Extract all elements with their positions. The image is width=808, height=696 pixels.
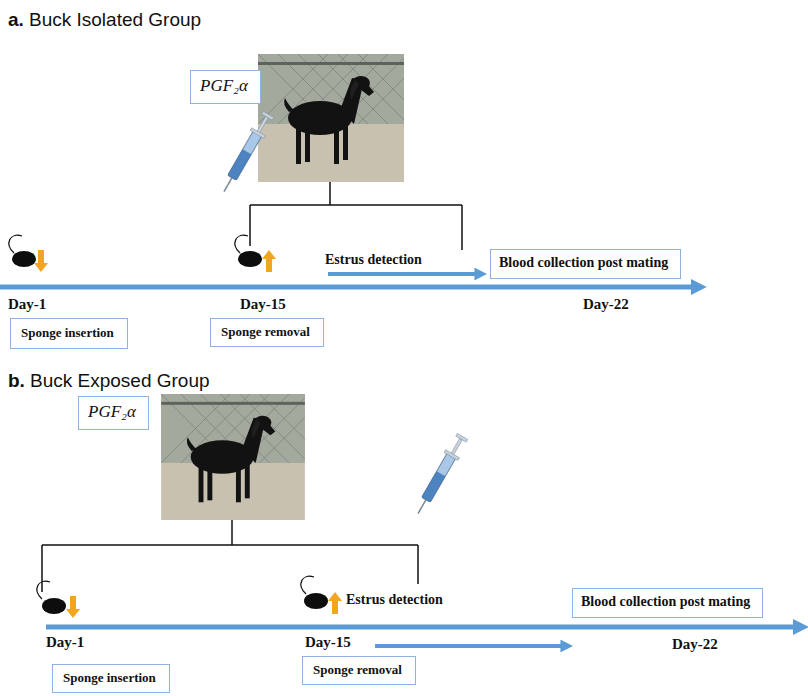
box-text: Sponge removal bbox=[221, 324, 313, 340]
sponge-icon bbox=[37, 581, 66, 614]
box-text: PGF₂α bbox=[88, 402, 139, 422]
process-box: Blood collection post mating bbox=[572, 588, 763, 618]
day-label: Day-15 bbox=[305, 634, 351, 651]
step-box: Sponge insertion bbox=[52, 664, 170, 693]
drug-box: PGF₂α bbox=[78, 396, 149, 430]
down-arrow bbox=[34, 250, 48, 272]
goat-photo bbox=[258, 54, 404, 182]
timeline-arrow bbox=[46, 625, 796, 630]
day-label: Day-1 bbox=[46, 634, 84, 651]
estrus-arrow bbox=[375, 644, 563, 648]
step-box: Sponge removal bbox=[302, 656, 416, 685]
box-text: Sponge removal bbox=[313, 662, 405, 678]
day-label: Day-22 bbox=[672, 636, 718, 653]
panel-title: Buck Exposed Group bbox=[30, 370, 210, 392]
bracket bbox=[250, 182, 462, 250]
day-label: Day-1 bbox=[8, 296, 46, 313]
timeline-arrow bbox=[0, 285, 694, 290]
down-arrow bbox=[66, 596, 80, 618]
goat-photo bbox=[161, 394, 305, 520]
syringe-icon bbox=[217, 110, 275, 195]
step-box: Sponge removal bbox=[210, 318, 324, 347]
sponge-icon bbox=[301, 576, 328, 609]
drug-box: PGF₂α bbox=[190, 70, 261, 104]
syringe-icon bbox=[411, 432, 469, 517]
box-text: PGF₂α bbox=[200, 76, 251, 96]
day-label: Day-22 bbox=[583, 296, 629, 313]
phase-label: Estrus detection bbox=[325, 252, 422, 268]
sponge-icon bbox=[235, 235, 262, 267]
step-box: Sponge insertion bbox=[10, 318, 128, 349]
estrus-arrow bbox=[328, 272, 477, 276]
panel-letter: b. bbox=[8, 370, 25, 392]
box-text: Sponge insertion bbox=[21, 325, 117, 341]
phase-label: Estrus detection bbox=[346, 592, 443, 608]
box-text: Blood collection post mating bbox=[581, 594, 754, 611]
up-arrow bbox=[262, 250, 276, 272]
bracket bbox=[42, 520, 418, 592]
day-label: Day-15 bbox=[240, 296, 286, 313]
box-text: Blood collection post mating bbox=[499, 255, 672, 272]
panel-letter: a. bbox=[8, 9, 24, 31]
sponge-icon bbox=[9, 235, 36, 267]
panel-title: Buck Isolated Group bbox=[29, 9, 201, 31]
box-text: Sponge insertion bbox=[63, 670, 159, 686]
up-arrow bbox=[328, 592, 342, 614]
process-box: Blood collection post mating bbox=[490, 249, 681, 279]
